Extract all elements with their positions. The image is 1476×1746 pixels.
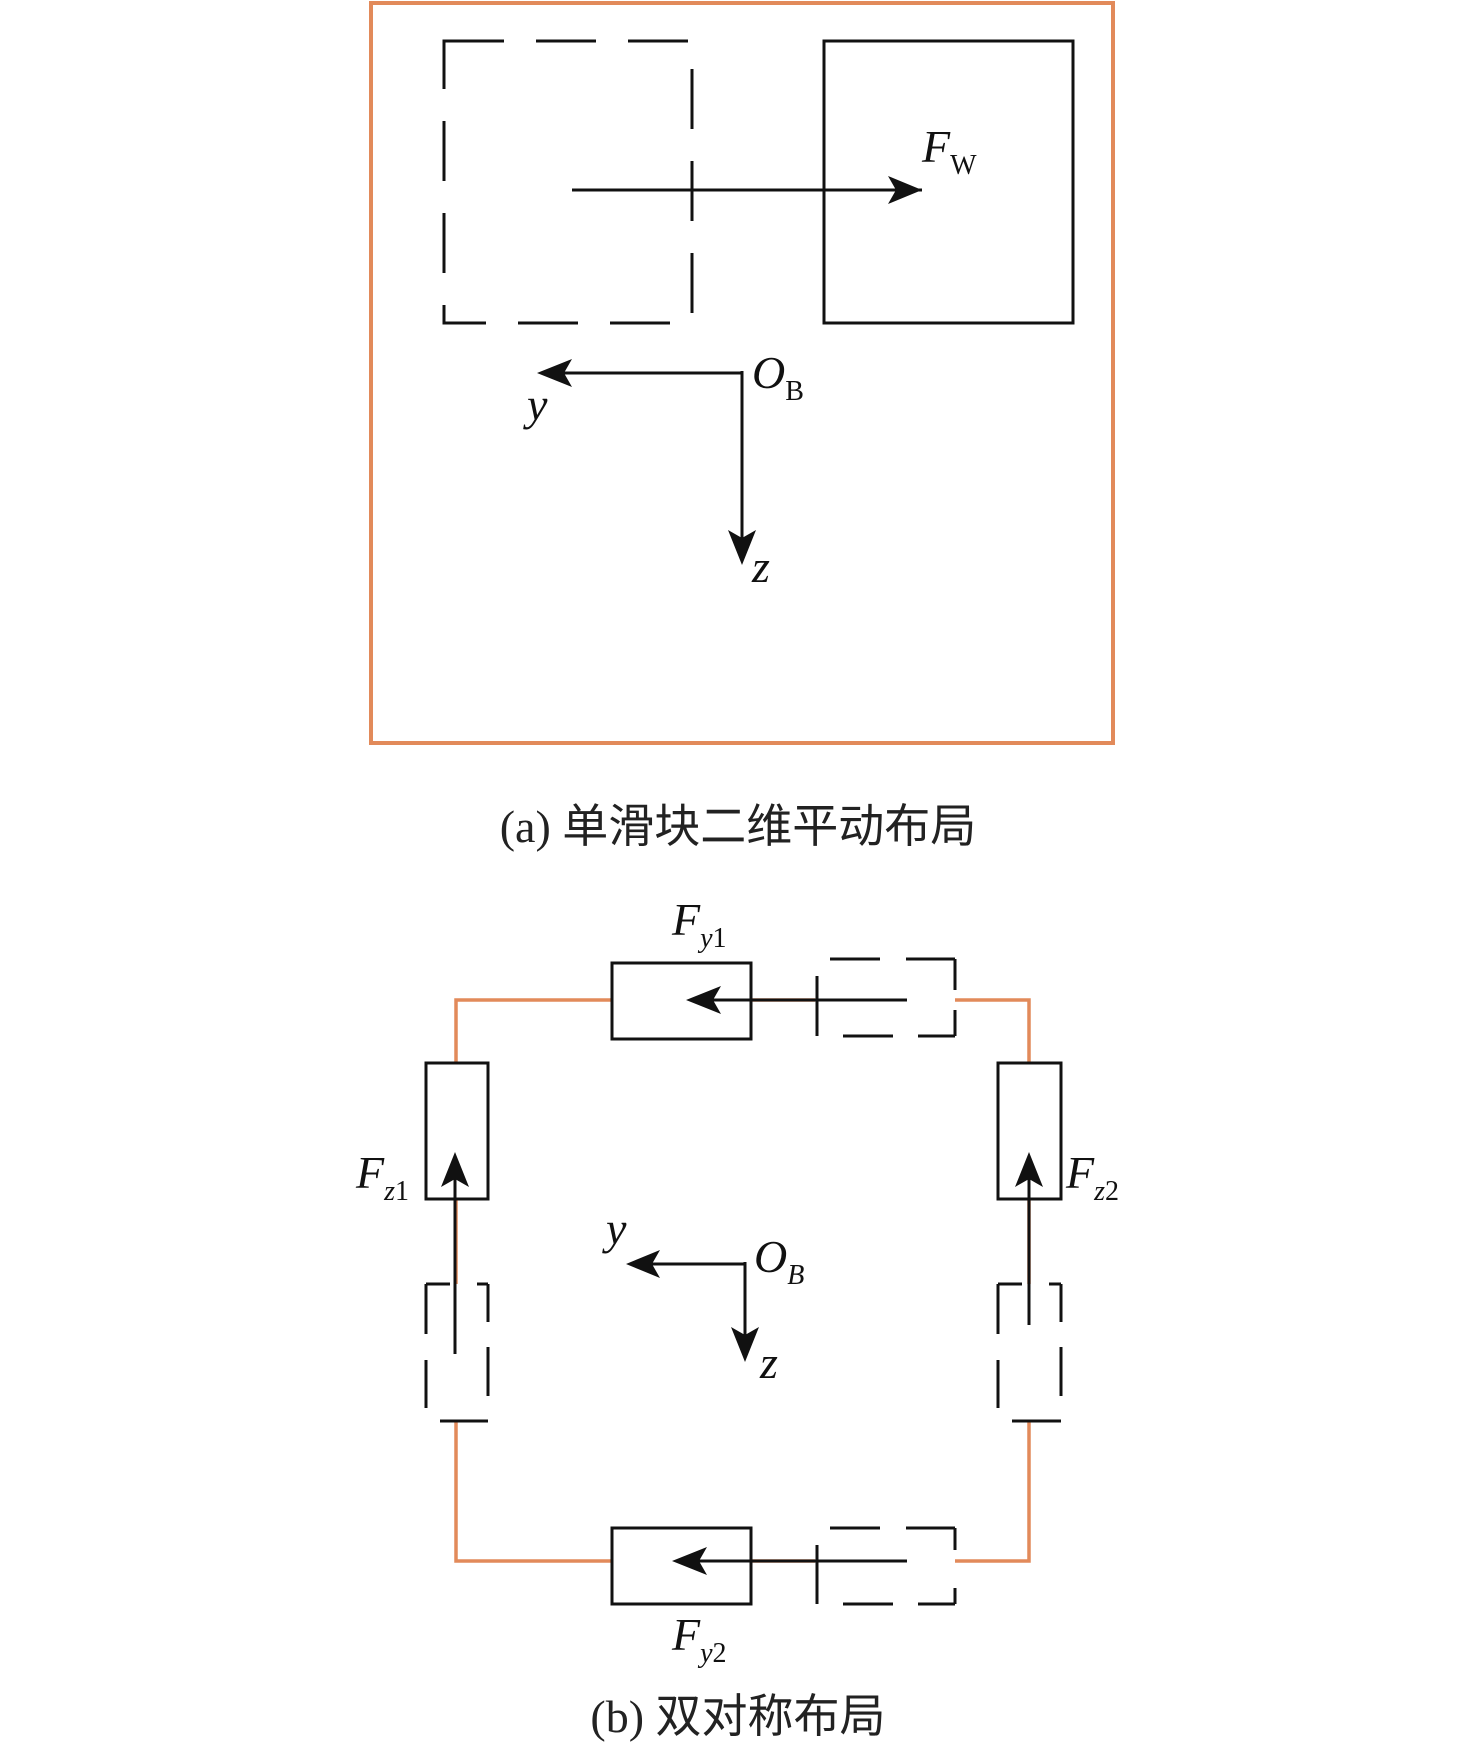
force-fy2-sub-var: y: [697, 1638, 713, 1669]
force-fy1-sub-num: 1: [713, 923, 727, 954]
origin-b-label: O: [754, 1231, 787, 1282]
axis-z-a-arrowhead: [728, 530, 756, 565]
force-fw-label: F: [921, 121, 951, 172]
force-fz1-sub-var: z: [383, 1176, 395, 1207]
slider-fz1: [424, 1061, 490, 1201]
slider-initial-dashed: [442, 39, 694, 325]
axis-z-b-label: z: [759, 1337, 778, 1388]
force-fz2-arrowhead: [1015, 1152, 1043, 1187]
svg-text:FW: FW: [921, 121, 977, 181]
force-fy1-label: F: [671, 894, 701, 945]
panel-b: Fy1 Fy2 Fz1: [355, 894, 1119, 1669]
svg-text:Fy2: Fy2: [671, 1609, 727, 1669]
origin-a-sub: B: [785, 376, 804, 407]
force-fy2-arrowhead: [672, 1547, 707, 1575]
axis-z-a-label: z: [751, 541, 770, 592]
slider-fy1-dashed: [815, 957, 957, 1038]
panel-b-frame: [454, 998, 1031, 1563]
caption-b: (b) 双对称布局: [590, 1691, 886, 1742]
axis-z-b-arrowhead: [731, 1327, 759, 1362]
force-fz2-sub-num: 2: [1105, 1176, 1119, 1207]
svg-text:Fz2: Fz2: [1065, 1147, 1119, 1207]
origin-a-label: O: [752, 347, 785, 398]
force-fz1-arrowhead: [441, 1152, 469, 1187]
force-fw-sub: W: [950, 150, 977, 181]
panel-a-frame: [369, 1, 1115, 745]
force-fy1-arrowhead: [686, 986, 721, 1014]
axis-y-b-arrowhead: [626, 1250, 660, 1278]
force-fz2-label: F: [1065, 1147, 1095, 1198]
axis-y-b-label: y: [602, 1203, 627, 1254]
slider-final: [822, 39, 1075, 325]
force-fw-arrowhead: [888, 176, 922, 204]
svg-text:Fy1: Fy1: [671, 894, 727, 954]
slider-fz2-dashed: [996, 1282, 1063, 1423]
slider-fy2: [610, 1526, 753, 1606]
origin-b-sub: B: [787, 1260, 804, 1291]
axis-y-a-arrowhead: [537, 359, 572, 387]
panel-a: FW OB y z: [369, 1, 1115, 745]
svg-text:OB: OB: [754, 1231, 804, 1291]
slider-fz1-dashed: [424, 1282, 490, 1423]
force-fy2-label: F: [671, 1609, 701, 1660]
force-fz2-sub-var: z: [1093, 1176, 1105, 1207]
axis-y-a-label: y: [523, 379, 548, 430]
force-fz1-label: F: [355, 1147, 385, 1198]
slider-fy2-dashed: [815, 1526, 957, 1606]
svg-text:OB: OB: [752, 347, 804, 407]
force-fy2-sub-num: 2: [713, 1638, 727, 1669]
svg-text:Fz1: Fz1: [355, 1147, 409, 1207]
force-fy1-sub-var: y: [697, 923, 713, 954]
force-fz1-sub-num: 1: [395, 1176, 409, 1207]
caption-a: (a) 单滑块二维平动布局: [499, 801, 977, 852]
